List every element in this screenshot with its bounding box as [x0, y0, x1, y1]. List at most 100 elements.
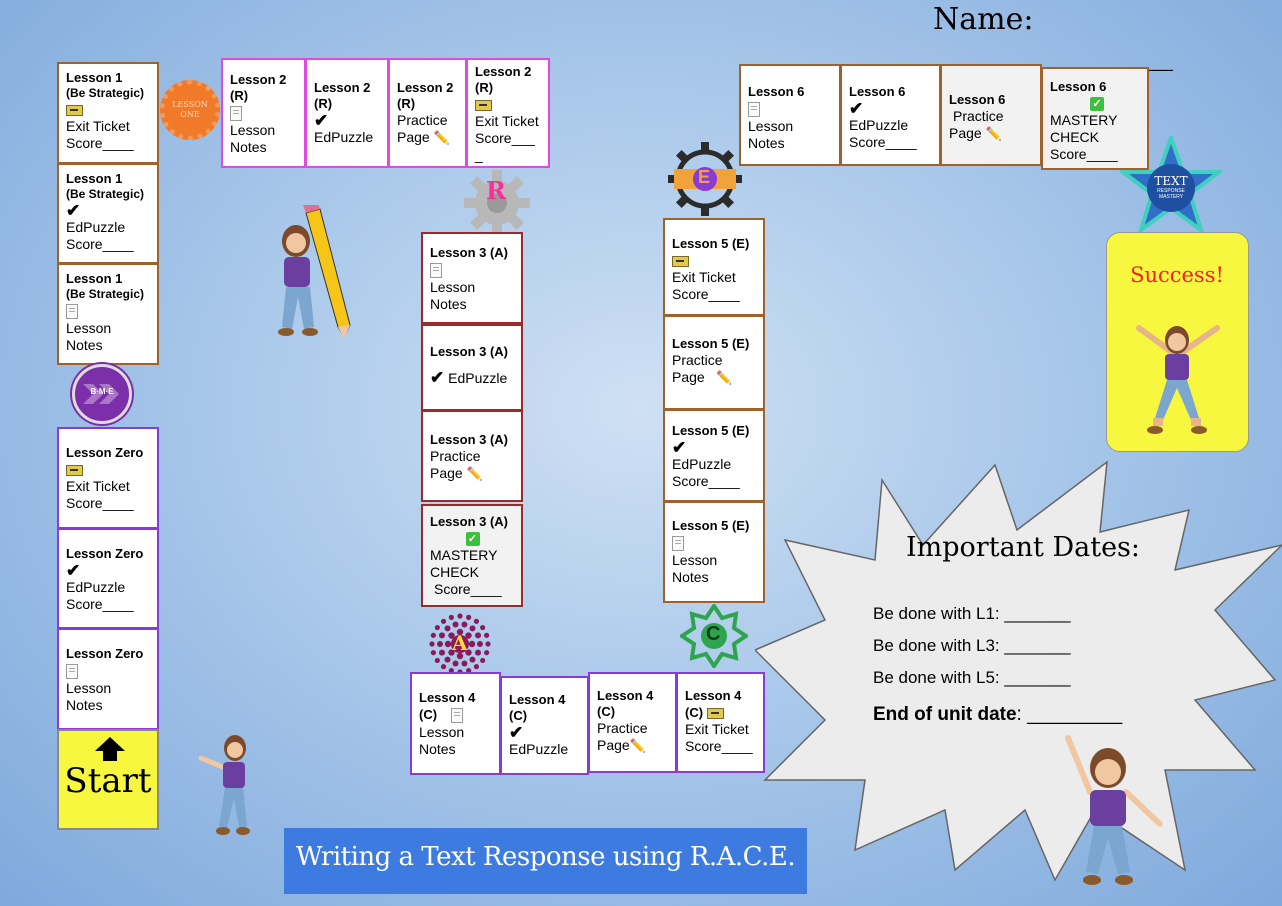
- card-title: Lesson 6: [849, 84, 906, 99]
- card-title: Lesson 4: [419, 690, 476, 705]
- card-title: Lesson 5 (E): [672, 518, 750, 533]
- lesson3-notes-card[interactable]: Lesson 3 (A) Lesson Notes: [421, 232, 523, 324]
- card-score-extra: _: [475, 147, 483, 163]
- a-badge-dot: [437, 641, 443, 647]
- a-badge-dot: [440, 618, 447, 624]
- a-badge-dot: [480, 657, 486, 664]
- r-gear-badge-icon: R: [462, 168, 532, 238]
- card-subtitle: (Be Strategic): [66, 86, 145, 100]
- a-badge-dot: [461, 621, 468, 628]
- lesson6-edpuzzle-card[interactable]: Lesson 6 ✔ EdPuzzle Score____: [840, 64, 941, 166]
- lesson2-edpuzzle-card[interactable]: Lesson 2 (R) ✔ EdPuzzle: [305, 58, 389, 168]
- card-line: Notes: [430, 295, 467, 312]
- card-title: Lesson 2: [314, 80, 371, 95]
- e-gear-badge-icon: E: [664, 138, 746, 220]
- mastery-star-badge-icon: TEXT RESPONSE MASTERY: [1117, 131, 1225, 236]
- document-icon: [450, 707, 463, 723]
- a-badge-dot: [473, 618, 480, 624]
- a-badge-core: [451, 635, 469, 653]
- document-icon: [430, 262, 442, 278]
- card-line: CHECK: [1050, 129, 1100, 145]
- card-title: Lesson 6: [949, 92, 1006, 107]
- a-badge-dot: [484, 632, 490, 638]
- ticket-icon: [66, 104, 83, 116]
- a-badge-dot: [465, 632, 472, 639]
- lesson5-practice-card[interactable]: Lesson 5 (E) Practice Page ✏️: [663, 315, 765, 410]
- document-icon: [66, 663, 78, 679]
- a-badge-dot: [466, 668, 472, 674]
- a-badge-dot: [475, 632, 482, 639]
- card-title: Lesson 2: [230, 72, 287, 87]
- pencil-icon: ✏️: [629, 738, 646, 753]
- lesson5-notes-card[interactable]: Lesson 5 (E) Lesson Notes: [663, 501, 765, 603]
- lesson1-edpuzzle-card[interactable]: Lesson 1 (Be Strategic) ✔ EdPuzzle Score…: [57, 163, 159, 264]
- card-line: Lesson: [66, 319, 112, 336]
- lesson6-practice-card[interactable]: Lesson 6 Practice Page ✏️: [940, 64, 1042, 166]
- card-line-wrap: Page ✏️: [430, 465, 515, 482]
- lesson3-mastery-card[interactable]: Lesson 3 (A) ✓ MASTERY CHECK Score____: [421, 504, 523, 607]
- lesson1-notes-card[interactable]: Lesson 1 (Be Strategic) Lesson Notes: [57, 263, 159, 365]
- lesson4-exit-ticket-card[interactable]: Lesson 4 (C) Exit Ticket Score____: [676, 672, 765, 773]
- card-sub-wrap: (C): [419, 706, 493, 724]
- ticket-icon: [475, 99, 492, 111]
- lesson4-notes-card[interactable]: Lesson 4 (C) Lesson Notes: [410, 672, 501, 775]
- a-badge-dot: [448, 668, 454, 674]
- lesson-one-badge-icon: LESSON ONE: [160, 80, 220, 140]
- lesson5-exit-ticket-card[interactable]: Lesson 5 (E) Exit Ticket Score____: [663, 218, 765, 316]
- start-label: Start: [64, 761, 152, 801]
- a-badge-dot: [452, 621, 459, 628]
- card-line: EdPuzzle: [509, 741, 569, 758]
- a-badge-dot: [473, 664, 480, 670]
- success-card[interactable]: Success!: [1106, 232, 1249, 452]
- lesson4-practice-card[interactable]: Lesson 4 (C) Practice Page✏️: [588, 672, 677, 773]
- lesson2-exit-ticket-card[interactable]: Lesson 2 (R) Exit Ticket Score___ _: [466, 58, 550, 168]
- lesson2-practice-card[interactable]: Lesson 2 (R) Practice Page ✏️: [388, 58, 467, 168]
- celebrating-person-icon: [1136, 325, 1220, 434]
- card-line: Exit Ticket: [66, 118, 130, 134]
- a-badge-dot: [485, 641, 491, 647]
- lesson4-edpuzzle-card[interactable]: Lesson 4 (C) ✔ EdPuzzle: [500, 676, 589, 775]
- a-badge-label: A: [452, 631, 468, 655]
- ticket-icon: [706, 707, 724, 719]
- card-line: Notes: [419, 740, 456, 757]
- lesson3-edpuzzle-card[interactable]: Lesson 3 (A) ✔ EdPuzzle: [421, 324, 523, 411]
- card-title: Lesson 5 (E): [672, 423, 750, 438]
- lesson-zero-notes-card[interactable]: Lesson Zero Lesson Notes: [57, 628, 159, 730]
- checkmark-icon: ✔: [66, 201, 81, 221]
- a-badge-dot: [468, 640, 476, 648]
- card-score: Score____: [66, 495, 134, 511]
- a-badge-dot: [461, 660, 468, 667]
- card-line: Practice: [430, 448, 481, 464]
- card-subtitle: (C): [597, 704, 616, 719]
- a-badge-dot: [457, 613, 463, 619]
- lesson6-notes-card[interactable]: Lesson 6 Lesson Notes: [739, 64, 841, 166]
- card-line: Practice: [397, 112, 448, 128]
- card-title: Lesson 6: [748, 84, 805, 99]
- footer-title-banner: Writing a Text Response using R.A.C.E.: [284, 828, 807, 894]
- lesson3-practice-card[interactable]: Lesson 3 (A) Practice Page ✏️: [421, 410, 523, 502]
- card-title: Lesson 3 (A): [430, 432, 509, 447]
- card-title: Lesson 3 (A): [430, 245, 509, 260]
- a-badge-dot: [440, 664, 447, 670]
- card-score: Score____: [434, 581, 502, 597]
- lesson-zero-edpuzzle-card[interactable]: Lesson Zero ✔ EdPuzzle Score____: [57, 528, 159, 629]
- a-badge-dot: [430, 632, 436, 638]
- card-subtitle: (R): [230, 88, 249, 103]
- lesson2-notes-card[interactable]: Lesson 2 (R) Lesson Notes: [221, 58, 306, 168]
- start-square[interactable]: Start: [57, 729, 159, 830]
- card-line: EdPuzzle: [672, 456, 732, 473]
- e-badge-label: E: [698, 167, 711, 187]
- lesson1-exit-ticket-card[interactable]: Lesson 1 (Be Strategic) Exit Ticket Scor…: [57, 62, 159, 164]
- lesson6-mastery-card[interactable]: Lesson 6 ✓ MASTERY CHECK Score____: [1041, 67, 1149, 170]
- bme-badge-icon: B·M·E: [72, 364, 132, 424]
- green-check-wrap: ✓: [1050, 95, 1141, 112]
- card-line: Practice: [672, 352, 723, 368]
- pencil-icon: ✏️: [985, 126, 1002, 141]
- card-subtitle: (C): [685, 705, 704, 720]
- a-badge-dot: [475, 649, 482, 656]
- ticket-icon: [672, 255, 689, 267]
- lesson5-edpuzzle-card[interactable]: Lesson 5 (E) ✔ EdPuzzle Score____: [663, 409, 765, 502]
- card-line-wrap: Page ✏️: [949, 125, 1034, 142]
- lesson-zero-exit-ticket-card[interactable]: Lesson Zero Exit Ticket Score____: [57, 427, 159, 529]
- checkmark-icon: ✔: [672, 438, 687, 458]
